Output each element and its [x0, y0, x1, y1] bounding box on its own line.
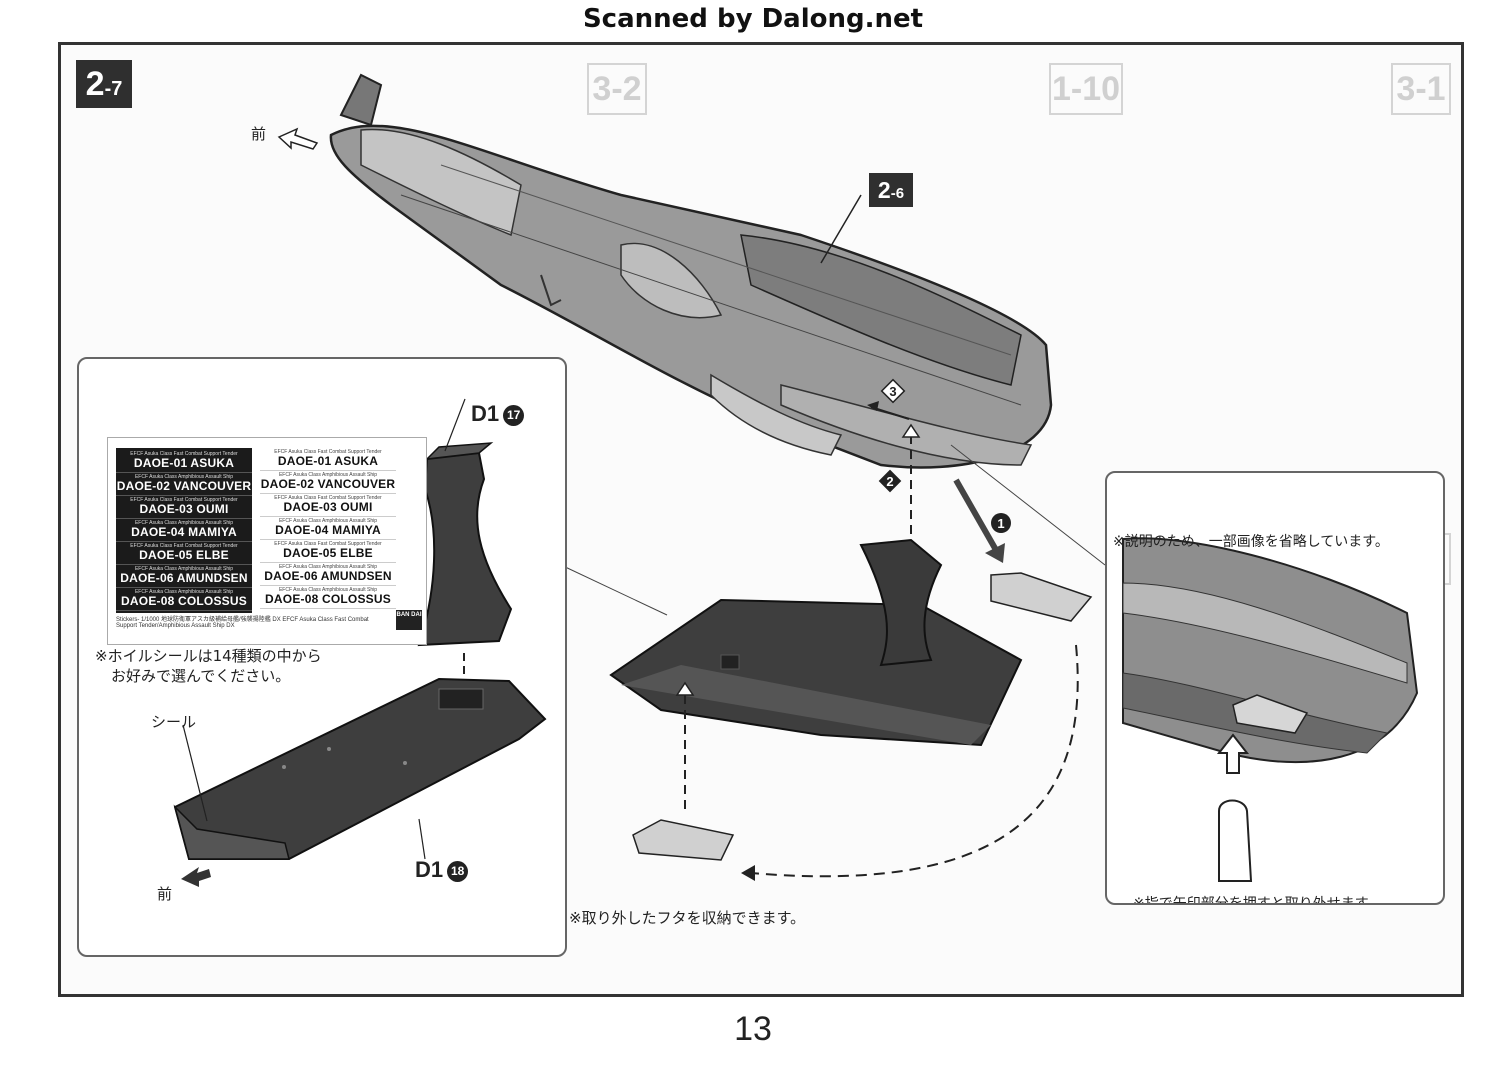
callout-1: 1	[997, 516, 1004, 531]
stand-base-illustration	[609, 538, 1023, 747]
callout-3: 3	[889, 384, 896, 399]
cover-removal-illustration	[1122, 537, 1419, 882]
seal-label: シール	[151, 713, 197, 731]
storage-note: ※取り外したフタを収納できます。	[569, 909, 806, 927]
foil-sticker-note-line2: お好みで選んでください。	[111, 667, 291, 685]
foil-sticker-note-line1: ※ホイルシールは14種類の中から	[95, 647, 322, 665]
instruction-page-frame: 3-2 1-10 3-1 3-3	[58, 42, 1464, 997]
sticker-column-dark: EFCF Asuka Class Fast Combat Support Ten…	[116, 448, 252, 613]
ghost-step-box: 3-1	[1391, 63, 1451, 115]
ghost-step-box: 1-10	[1049, 63, 1123, 115]
step-number-badge: 2-7	[76, 60, 132, 108]
callout-2: 2	[886, 474, 893, 489]
assembly-illustration: 3 2 1	[277, 73, 1106, 881]
removal-instruction-note: ※指で矢印部分を押すと取り外せます。	[1133, 896, 1382, 905]
cover-removal-inset: ※説明のため、一部画像を省略しています。 ※指で矢印部分を押すと取り外せます。	[1105, 471, 1445, 905]
page-number: 13	[734, 1010, 772, 1048]
ghost-step-box: 3-2	[587, 63, 647, 115]
front-direction-label: 前	[251, 125, 267, 143]
front-direction-label: 前	[157, 885, 173, 903]
bandai-logo: BAN DAI	[396, 610, 422, 630]
ship-model-illustration	[329, 73, 1053, 469]
foil-sticker-sheet: EFCF Asuka Class Fast Combat Support Ten…	[107, 437, 427, 645]
reference-step-badge: 2-6	[869, 173, 913, 207]
stand-parts-illustration	[173, 398, 547, 887]
sticker-column-light: EFCF Asuka Class Fast Combat Support Ten…	[260, 448, 396, 609]
scan-watermark: Scanned by Dalong.net	[582, 4, 924, 34]
omission-note: ※説明のため、一部画像を省略しています。	[1113, 534, 1389, 550]
sticker-sheet-footer: Stickers- 1/1000 地球防衛軍アスカ級補給母艦/強襲揚陸艦 DX …	[116, 617, 369, 629]
